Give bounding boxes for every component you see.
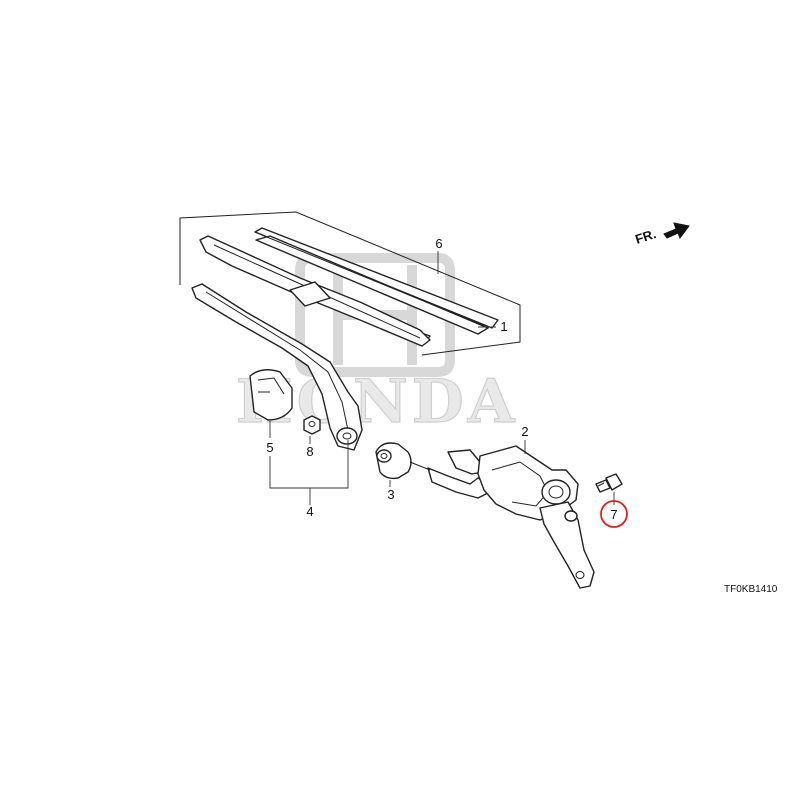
callout-3: 3 bbox=[387, 487, 394, 502]
front-direction-indicator: FR. bbox=[633, 222, 690, 247]
blade-holder bbox=[199, 235, 431, 347]
leader-lines bbox=[269, 251, 615, 505]
diagram-code: TF0KB1410 bbox=[724, 584, 778, 595]
callouts: 6 1 2 5 8 3 7 4 bbox=[266, 236, 628, 528]
callout-1: 1 bbox=[500, 319, 507, 334]
bolt-7 bbox=[595, 473, 623, 493]
callout-2: 2 bbox=[521, 424, 528, 439]
cap-3 bbox=[375, 442, 412, 480]
nut-8 bbox=[303, 415, 321, 435]
arm-cap bbox=[249, 369, 293, 421]
callout-5: 5 bbox=[266, 440, 273, 455]
front-label: FR. bbox=[633, 226, 658, 247]
wiper-blade bbox=[254, 227, 499, 345]
callout-8: 8 bbox=[306, 444, 313, 459]
wiper-motor bbox=[409, 445, 595, 589]
callout-6: 6 bbox=[435, 236, 442, 251]
callout-4: 4 bbox=[306, 504, 313, 519]
blade-assembly-box bbox=[179, 211, 521, 356]
highlight-ring bbox=[600, 500, 628, 528]
wiper-arm bbox=[191, 283, 363, 451]
front-arrow-icon bbox=[663, 222, 690, 240]
callout-7: 7 bbox=[610, 507, 617, 522]
